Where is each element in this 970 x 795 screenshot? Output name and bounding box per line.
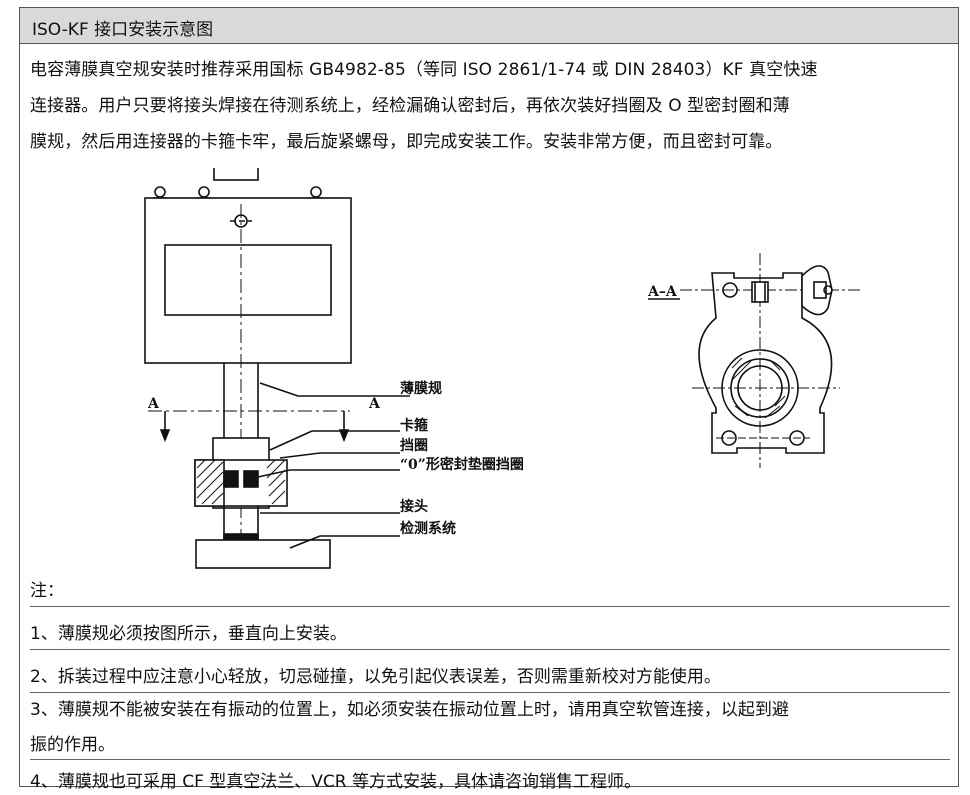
gauge-knob-right: [309, 186, 323, 199]
section-label-left: A: [147, 396, 160, 412]
divider: [30, 606, 950, 607]
label-ring: 挡圈: [400, 437, 428, 454]
note-item: 2、拆装过程中应注意小心轻放，切忌碰撞，以免引起仪表误差，否则需重新校对方能使用…: [30, 667, 721, 687]
page-title: ISO-KF 接口安装示意图: [32, 20, 214, 40]
note-item: 振的作用。: [30, 735, 115, 755]
label-joint: 接头: [400, 498, 428, 515]
label-clamp: 卡箍: [400, 417, 428, 434]
intro-line: 连接器。用户只要将接头焊接在待测系统上，经检漏确认密封后，再依次装好挡圈及 O …: [30, 96, 790, 116]
intro-paragraph: 电容薄膜真空规安装时推荐采用国标 GB4982-85（等同 ISO 2861/1…: [30, 52, 950, 160]
document-frame: ISO-KF 接口安装示意图 电容薄膜真空规安装时推荐采用国标 GB4982-8…: [19, 7, 959, 792]
section-view-drawing: [648, 253, 860, 468]
label-oring: “0”形密封垫圈挡圈: [400, 456, 524, 473]
intro-line: 电容薄膜真空规安装时推荐采用国标 GB4982-85（等同 ISO 2861/1…: [30, 60, 818, 80]
note-item: 1、薄膜规必须按图所示，垂直向上安装。: [30, 624, 347, 644]
note-item: 4、薄膜规也可采用 CF 型真空法兰、VCR 等方式安装，具体请咨询销售工程师。: [30, 772, 641, 792]
notes-heading: 注：: [30, 581, 64, 601]
section-label-right: A: [368, 396, 381, 412]
divider: [30, 692, 950, 693]
label-system: 检测系统: [400, 520, 456, 537]
note-item: 3、薄膜规不能被安装在有振动的位置上，如必须安装在振动位置上时，请用真空软管连接…: [30, 700, 789, 720]
intro-line: 膜规，然后用连接器的卡箍卡牢，最后旋紧螺母，即完成安装工作。安装非常方便，而且密…: [30, 132, 783, 152]
title-bar: ISO-KF 接口安装示意图: [20, 8, 958, 44]
section-view-label: A–A: [647, 284, 678, 300]
divider: [30, 649, 950, 650]
gauge-knob-mid: [197, 186, 211, 199]
installation-diagram: A A 薄膜规 卡箍 挡圈 “0”形密封垫圈挡圈 接头 检测系统 A–A: [144, 168, 860, 569]
label-gauge: 薄膜规: [400, 380, 442, 397]
gauge-knob-left: [153, 186, 167, 199]
divider: [30, 759, 950, 760]
